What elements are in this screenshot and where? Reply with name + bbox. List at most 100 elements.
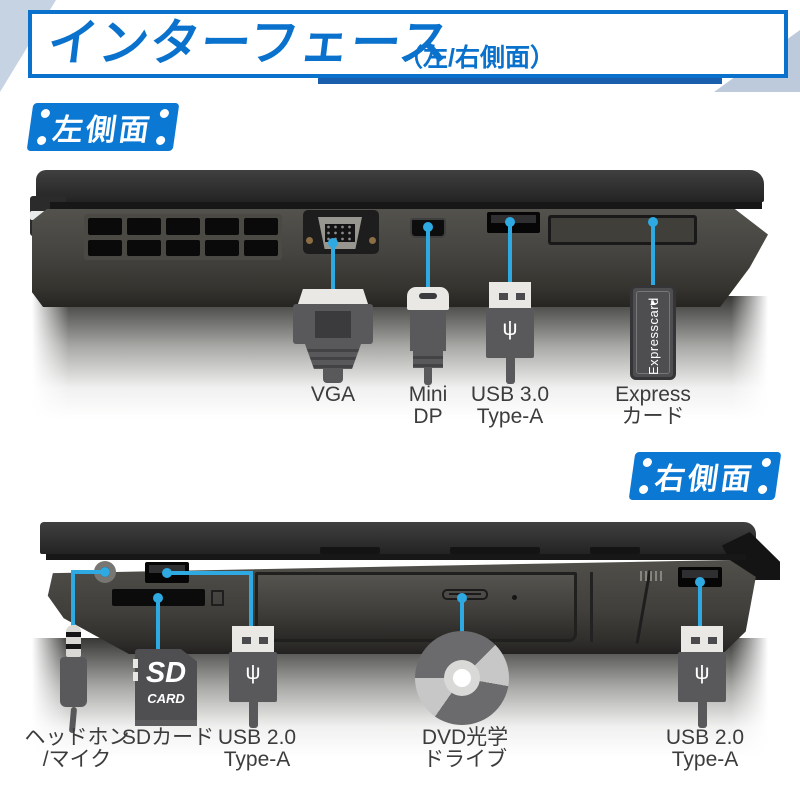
usb-trident-icon: ψ xyxy=(694,661,710,684)
mini-dp-icon-cable xyxy=(424,368,432,385)
vent-slot xyxy=(205,218,239,235)
usb-icon-hole xyxy=(259,637,268,644)
vga-icon-tail xyxy=(323,369,343,383)
callout-line-expresscard xyxy=(651,222,655,292)
port-label-line: VGA xyxy=(310,383,356,406)
vga-icon-inner xyxy=(315,311,351,338)
sd-card-strip xyxy=(135,720,197,726)
callout-dot-expresscard xyxy=(648,217,658,227)
usb-icon-metal xyxy=(232,626,274,652)
vga-icon-flange xyxy=(298,289,368,304)
callout-dot-headphone xyxy=(100,567,110,577)
vga-screw-hole xyxy=(369,237,376,244)
mini-dp-icon-slot xyxy=(419,293,437,299)
page-subtitle: （左/右側面） xyxy=(398,44,555,72)
badge-screw-dot xyxy=(155,136,166,145)
usb-plug-icon: ψ xyxy=(486,282,534,384)
expresscard-icon: ▲ Expresscard xyxy=(630,285,676,380)
callout-line-usb2-right xyxy=(698,582,702,628)
callout-dot-minidp xyxy=(423,222,433,232)
port-label-line: DP xyxy=(413,404,443,428)
hinge-vent xyxy=(590,547,640,554)
right-side-laptop-photo xyxy=(30,516,780,658)
port-label-line: SDカード xyxy=(121,726,215,749)
usb-plug-icon: ψ xyxy=(229,626,277,728)
badge-screw-dot xyxy=(642,458,653,467)
right-side-badge: 右側面 xyxy=(628,452,782,500)
badge-screw-dot xyxy=(159,109,170,118)
callout-line-usb2-left xyxy=(167,571,253,575)
callout-line-usb2-left xyxy=(249,571,253,627)
expresscard-slot xyxy=(548,215,697,245)
vga-connector-icon xyxy=(293,289,373,383)
vent-slot xyxy=(244,218,278,235)
callout-dot-usb2-right xyxy=(695,577,705,587)
sd-card-notch xyxy=(133,672,138,681)
laptop-seam xyxy=(50,202,762,209)
port-label-line: Type-A xyxy=(223,747,291,771)
left-side-badge-label: 左側面 xyxy=(50,114,155,147)
dvd-indicator-led xyxy=(512,595,517,600)
port-label-headphone-mic: ヘッドホン /マイク xyxy=(12,727,142,770)
dvd-tray-seam xyxy=(590,572,593,642)
port-label-line: Mini xyxy=(408,383,448,406)
mini-dp-connector-icon xyxy=(407,287,449,385)
callout-line-usb3 xyxy=(508,222,512,292)
callout-dot-usb3 xyxy=(505,217,515,227)
vent-slot xyxy=(127,239,161,256)
port-label-line: ドライブ xyxy=(423,747,507,771)
expresscard-arrow-icon: ▲ xyxy=(648,297,658,307)
port-label-dvd: DVD光学 ドライブ xyxy=(400,727,530,770)
badge-screw-dot xyxy=(40,109,51,118)
badge-screw-dot xyxy=(36,136,47,145)
usb-trident-icon: ψ xyxy=(245,661,261,684)
vent-slot xyxy=(244,239,278,256)
usb-icon-cable xyxy=(249,702,258,728)
port-label-line: DVD光学 xyxy=(421,726,509,749)
callout-dot-vga xyxy=(328,238,338,248)
dvd-disc-icon xyxy=(415,631,509,725)
port-label-sdcard: SDカード xyxy=(103,727,233,749)
badge-screw-dot xyxy=(638,485,649,494)
vent-slot xyxy=(166,239,200,256)
callout-line-vga xyxy=(331,243,335,292)
dvd-drive-tray xyxy=(255,572,577,642)
laptop-lid xyxy=(36,170,764,202)
sd-card-logo-text: CARD xyxy=(147,691,185,706)
callout-line-sdcard xyxy=(156,598,160,651)
port-label-line: Express xyxy=(615,383,691,406)
sd-slot-pictogram xyxy=(211,590,224,606)
port-label-line: カード xyxy=(621,404,685,428)
port-label-line: USB 2.0 xyxy=(665,726,745,749)
vga-screw-hole xyxy=(306,237,313,244)
mini-dp-icon-ribs xyxy=(413,351,443,368)
callout-dot-usb2-left xyxy=(162,568,172,578)
usb-icon-body xyxy=(486,308,534,358)
vga-port xyxy=(303,210,379,254)
port-label-line: USB 2.0 xyxy=(217,726,297,749)
usb-icon-metal xyxy=(681,626,723,652)
port-label-usb3: USB 3.0 Type-A xyxy=(445,384,575,427)
callout-dot-dvd xyxy=(457,593,467,603)
callout-line-headphone xyxy=(71,570,75,627)
port-label-line: USB 3.0 xyxy=(470,383,550,406)
mini-dp-icon-body xyxy=(410,310,446,351)
sd-card-shape xyxy=(135,649,197,726)
port-label-vga: VGA xyxy=(268,384,398,406)
usb-icon-cable xyxy=(506,358,515,384)
usb-icon-body xyxy=(678,652,726,702)
hinge-vent xyxy=(450,547,540,554)
right-side-badge-label: 右側面 xyxy=(652,463,757,496)
page-title: インターフェース xyxy=(44,15,454,71)
vga-pin-grid xyxy=(325,224,355,242)
vent-slot xyxy=(88,218,122,235)
headphone-plug-icon xyxy=(60,625,88,735)
sd-card-logo-text: SD xyxy=(145,657,187,689)
header-box: インターフェース （左/右側面） xyxy=(28,10,788,78)
port-label-usb2-right: USB 2.0 Type-A xyxy=(640,727,770,770)
badge-screw-dot xyxy=(761,458,772,467)
port-label-usb2-left: USB 2.0 Type-A xyxy=(192,727,322,770)
port-label-line: /マイク xyxy=(42,747,112,771)
left-side-badge: 左側面 xyxy=(26,103,180,151)
